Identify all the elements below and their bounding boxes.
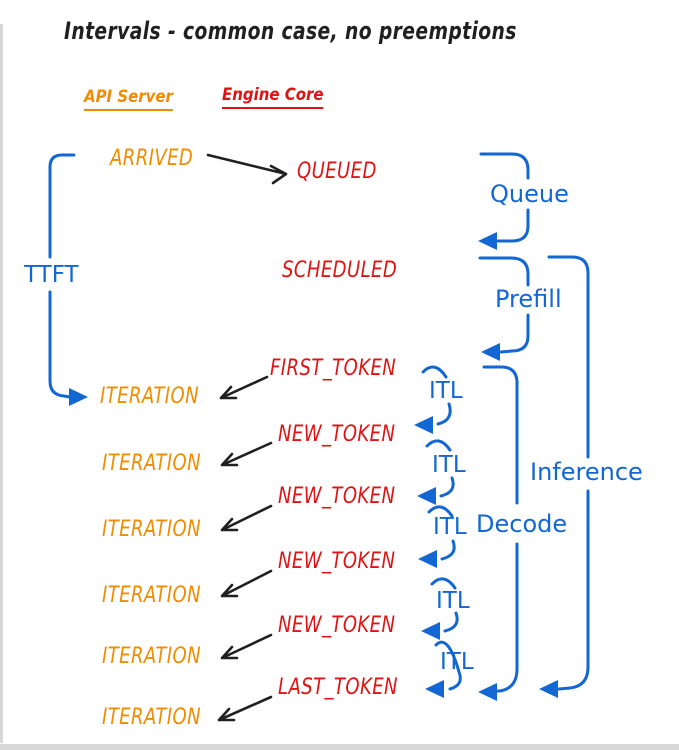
event-new-token-3: NEW_TOKEN [278, 549, 396, 574]
decode-arrowhead [478, 683, 497, 701]
interval-queue: Queue [490, 180, 569, 208]
itl-bracket-3 [427, 505, 456, 561]
itl-arrowhead-3 [418, 550, 437, 568]
arrow-new-token-3-to-iteration [220, 569, 273, 598]
arrow-new-token-2-to-iteration [220, 504, 273, 532]
arrow-new-token-4-to-iteration [220, 633, 273, 660]
itl-arrowhead-4 [421, 622, 440, 640]
event-new-token-1: NEW_TOKEN [278, 422, 396, 447]
interval-itl-4: ITL [436, 588, 470, 614]
event-iteration-6: ITERATION [102, 705, 202, 730]
itl-bracket-4 [430, 577, 459, 633]
arrow-new-token-1-to-iteration [220, 441, 273, 467]
event-iteration-2: ITERATION [102, 451, 202, 476]
event-iteration-5: ITERATION [102, 644, 202, 669]
event-iteration-4: ITERATION [102, 583, 202, 608]
interval-itl-2: ITL [432, 452, 466, 478]
interval-prefill: Prefill [495, 285, 562, 313]
inference-arrowhead [539, 680, 558, 698]
event-iteration-1: ITERATION [100, 384, 200, 409]
window-bottom-edge [0, 744, 679, 750]
prefill-arrowhead [481, 343, 500, 361]
decode-bracket [482, 365, 519, 693]
event-last-token: LAST_TOKEN [278, 675, 398, 700]
arrow-arrived-to-queued [206, 153, 288, 185]
queue-arrowhead [478, 232, 497, 250]
ttft-bracket [48, 153, 76, 399]
event-queued: QUEUED [297, 159, 377, 184]
itl-arrowhead-2 [417, 487, 436, 505]
window-left-edge [0, 24, 3, 743]
itl-bracket-5 [434, 640, 462, 691]
interval-ttft: TTFT [24, 262, 79, 288]
itl-arrowhead-1 [414, 416, 433, 434]
interval-itl-5: ITL [440, 649, 474, 675]
itl-arrowhead-5 [425, 680, 444, 698]
event-scheduled: SCHEDULED [282, 258, 398, 283]
interval-itl-3: ITL [433, 514, 467, 540]
event-arrived: ARRIVED [110, 146, 194, 171]
column-header-engine-core: Engine Core [222, 85, 324, 109]
queue-bracket [479, 152, 530, 243]
event-first-token: FIRST_TOKEN [270, 356, 397, 381]
prefill-bracket [478, 256, 530, 354]
ttft-arrowhead [69, 388, 88, 406]
interval-decode: Decode [476, 510, 568, 538]
column-header-api-server: API Server [84, 87, 173, 111]
interval-inference: Inference [530, 458, 643, 486]
arrow-first-token-to-iteration [219, 375, 269, 400]
event-new-token-2: NEW_TOKEN [278, 484, 396, 509]
diagram-title: Intervals - common case, no preemptions [64, 17, 517, 45]
itl-bracket-1 [421, 365, 452, 426]
arrow-last-token-to-iteration [217, 695, 273, 722]
event-iteration-3: ITERATION [102, 517, 202, 542]
event-new-token-4: NEW_TOKEN [278, 613, 396, 638]
inference-bracket [547, 255, 590, 691]
itl-bracket-2 [425, 439, 455, 498]
interval-itl-1: ITL [429, 378, 463, 404]
